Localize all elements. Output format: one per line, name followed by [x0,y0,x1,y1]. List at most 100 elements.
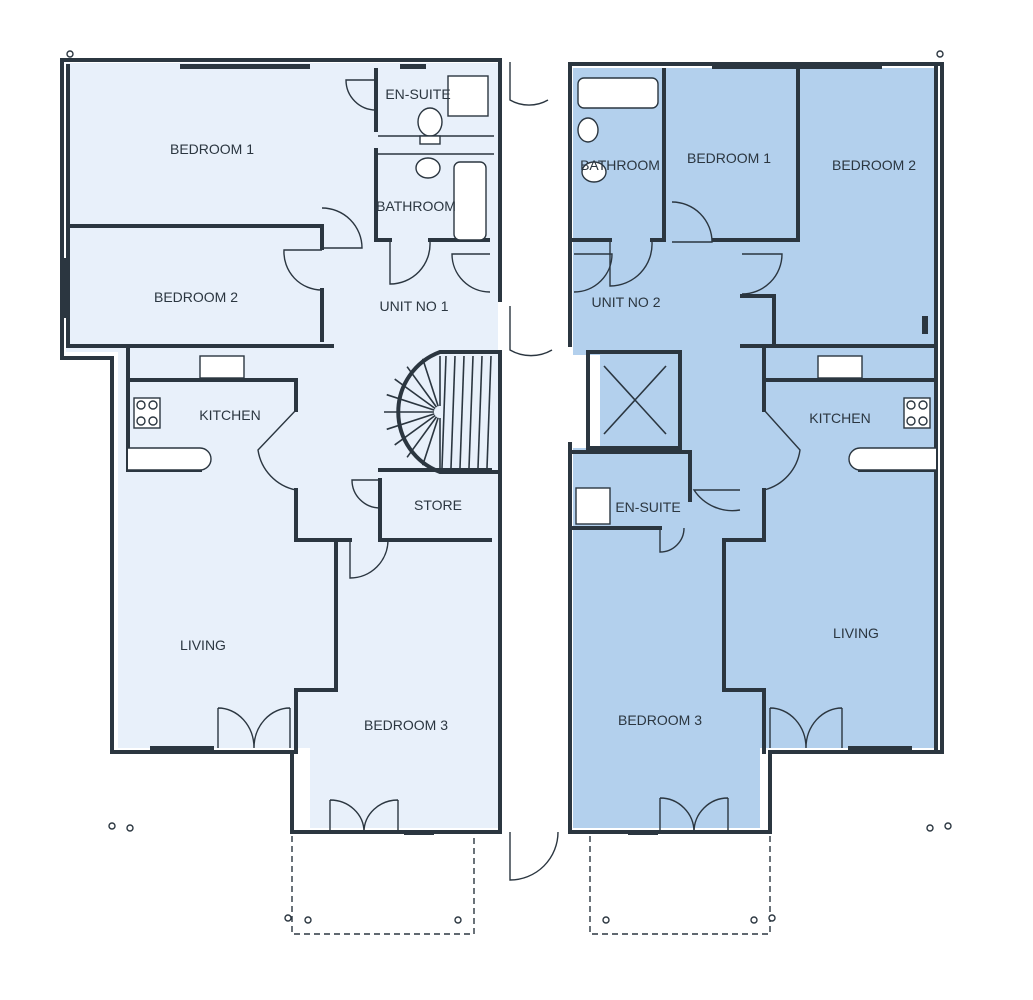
shower-tray [447,75,489,117]
hob-ring [918,400,928,410]
doors [217,62,843,881]
stair-tread [450,355,456,469]
door-swing [509,62,549,106]
stair-tread [386,413,435,431]
door-swing [609,241,653,287]
kitchen-peninsula [848,447,936,471]
hob-ring [148,416,158,426]
stair-tread [421,358,439,407]
door-swing [283,249,323,291]
window [180,64,310,69]
post [454,916,462,924]
door-swing [321,207,363,249]
window [712,64,882,69]
balcony-outline [291,836,475,935]
unit2-bedroom3-label: BEDROOM 3 [618,712,702,728]
unit1-kitchen-label: KITCHEN [199,407,260,423]
stair-tread [406,416,438,458]
unit1-name-label: UNIT NO 1 [380,298,449,314]
post [126,824,134,832]
stair-tread [441,355,447,469]
unit1-bathroom-label: BATHROOM [376,198,456,214]
kitchen-peninsula [128,447,212,471]
fixtures [128,75,936,525]
door-swing [345,79,377,111]
door-swing [389,241,431,285]
stair-tread [421,417,439,466]
door-swing [257,409,297,491]
door-swing [351,479,381,509]
sink [817,355,863,379]
stair-tread [386,393,435,411]
unit2-name-label: UNIT NO 2 [592,294,661,310]
unit2-floor [573,68,938,828]
balconies [291,836,771,935]
door-swing [671,201,713,243]
sink [199,355,245,379]
hob-ring [148,400,158,410]
door-swing [217,707,291,749]
bath [453,161,487,241]
unit1-bedroom1-label: BEDROOM 1 [170,141,254,157]
posts [66,50,952,924]
unit2-kitchen-label: KITCHEN [809,410,870,426]
unit2-ensuite-label: EN-SUITE [615,499,680,515]
stair-tread [468,355,474,469]
door-swing [763,409,801,491]
spiral-stair [384,355,492,469]
post [108,822,116,830]
stair-tread [477,355,483,469]
door-swing [769,707,843,749]
unit2-living-label: LIVING [833,625,879,641]
hob-ring [906,400,916,410]
shower-tray [575,487,611,525]
stair-tread [394,378,436,410]
window [400,64,426,69]
unit1-living-label: LIVING [180,637,226,653]
stair-tread [459,355,465,469]
door-swing [329,799,399,833]
unit2-bathroom-label: BATHROOM [580,157,660,173]
hob-ring [906,416,916,426]
post [284,914,292,922]
post [936,50,944,58]
hob-ring [918,416,928,426]
door-swing [692,489,741,512]
stair-tread [406,366,438,408]
window [628,830,658,835]
door-swing [741,253,783,295]
window [64,258,69,318]
unit2-bedroom2-label: BEDROOM 2 [832,157,916,173]
door-swing [573,253,613,293]
post [602,916,610,924]
hob-ring [136,400,146,410]
door-swing [659,797,729,833]
unit1-bedroom2-label: BEDROOM 2 [154,289,238,305]
post [750,916,758,924]
toilet-cistern [419,135,441,145]
unit2-bedroom1-label: BEDROOM 1 [687,150,771,166]
door-swing [451,253,491,293]
windows [64,64,928,835]
window [848,746,912,751]
basin [415,157,441,179]
post [926,824,934,832]
unit2-floor-area [573,68,938,828]
door-swing [349,539,389,579]
unit1-bedroom3-label: BEDROOM 3 [364,717,448,733]
toilet [581,161,607,183]
door-swing [659,527,685,553]
door-swing [509,831,559,881]
post [768,914,776,922]
unit1-ensuite-label: EN-SUITE [385,86,450,102]
post [304,916,312,924]
door-swing [509,306,553,357]
stair-tread [394,414,436,446]
room-labels: EN-SUITE BEDROOM 1 BATHROOM BEDROOM 2 UN… [154,86,916,733]
basin [577,117,599,143]
post [66,50,74,58]
post [944,822,952,830]
window [150,746,214,751]
stair-tread [486,355,492,469]
